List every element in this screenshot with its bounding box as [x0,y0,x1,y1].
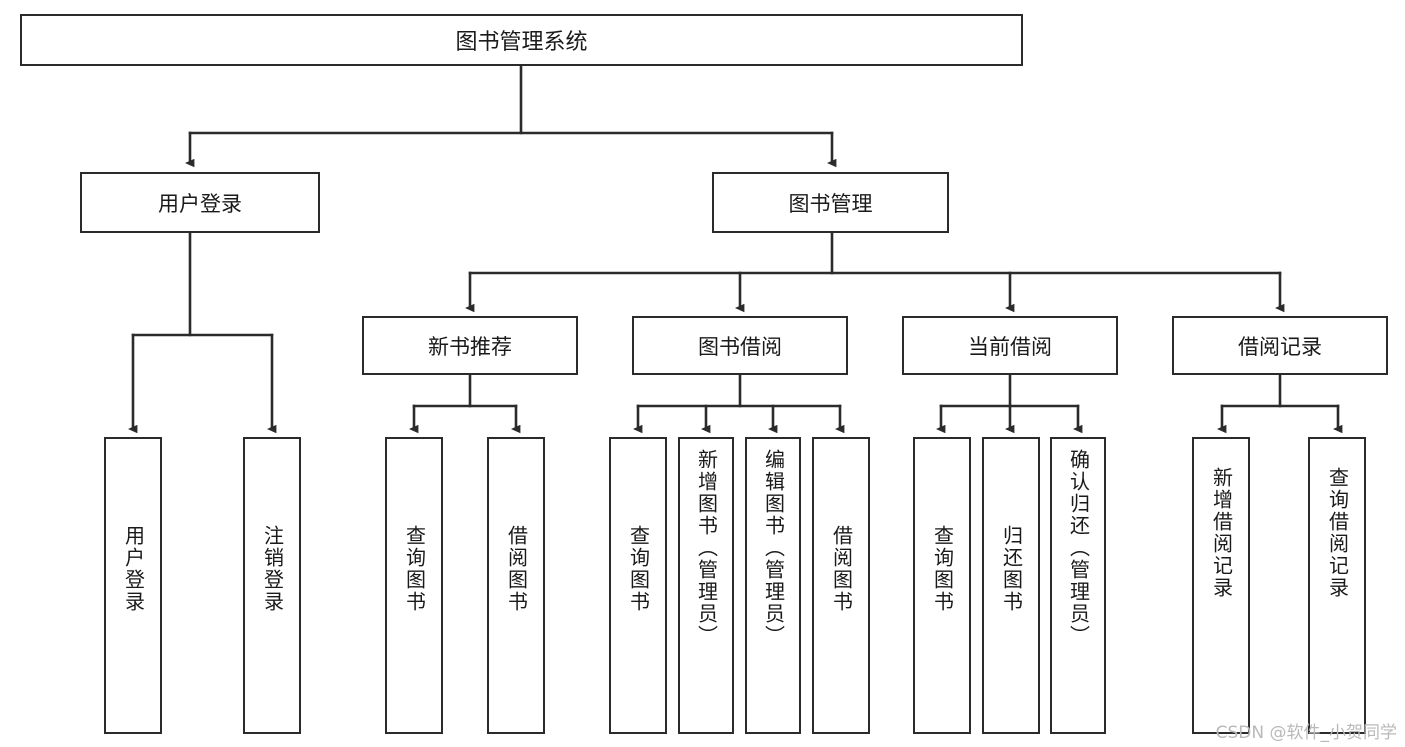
node-label: 用户登录 [158,191,242,216]
node-leaf-query-book-current[interactable]: 查询图书 [913,437,971,734]
node-label: 新增图书（管理员） [694,449,719,647]
node-label: 确认归还（管理员） [1066,449,1091,647]
node-leaf-query-book-borrow[interactable]: 查询图书 [609,437,667,734]
node-leaf-add-book-admin[interactable]: 新增图书（管理员） [678,437,734,734]
node-label: 图书管理系统 [455,30,588,55]
node-label: 图书借阅 [698,334,782,359]
node-leaf-query-borrow-record[interactable]: 查询借阅记录 [1308,437,1366,734]
node-book-borrow[interactable]: 图书借阅 [632,316,848,375]
node-label: 归还图书 [999,525,1024,613]
node-label: 注销登录 [260,525,285,613]
node-label: 查询图书 [626,525,651,613]
node-label: 新增借阅记录 [1209,467,1234,599]
node-leaf-return-book[interactable]: 归还图书 [982,437,1040,734]
node-leaf-user-login[interactable]: 用户登录 [104,437,162,734]
node-label: 查询借阅记录 [1325,467,1350,599]
node-leaf-add-borrow-record[interactable]: 新增借阅记录 [1192,437,1250,734]
node-new-book-recommend[interactable]: 新书推荐 [362,316,578,375]
node-label: 新书推荐 [428,334,512,359]
node-label: 当前借阅 [968,334,1052,359]
node-label: 借阅图书 [504,525,529,613]
node-leaf-logout-login[interactable]: 注销登录 [243,437,301,734]
node-leaf-borrow-book[interactable]: 借阅图书 [812,437,870,734]
node-leaf-confirm-return-admin[interactable]: 确认归还（管理员） [1050,437,1106,734]
node-label: 用户登录 [121,525,146,613]
node-label: 编辑图书（管理员） [761,449,786,647]
node-label: 借阅图书 [829,525,854,613]
node-label: 图书管理 [788,191,873,216]
node-leaf-query-book-recommend[interactable]: 查询图书 [385,437,443,734]
node-current-borrow[interactable]: 当前借阅 [902,316,1118,375]
node-borrow-record[interactable]: 借阅记录 [1172,316,1388,375]
node-user-login[interactable]: 用户登录 [80,172,320,233]
node-root-book-management-system[interactable]: 图书管理系统 [20,14,1023,66]
node-book-management[interactable]: 图书管理 [712,172,949,233]
node-label: 借阅记录 [1238,334,1322,359]
node-leaf-edit-book-admin[interactable]: 编辑图书（管理员） [745,437,801,734]
node-leaf-borrow-book-recommend[interactable]: 借阅图书 [487,437,545,734]
node-label: 查询图书 [402,525,427,613]
node-label: 查询图书 [930,525,955,613]
